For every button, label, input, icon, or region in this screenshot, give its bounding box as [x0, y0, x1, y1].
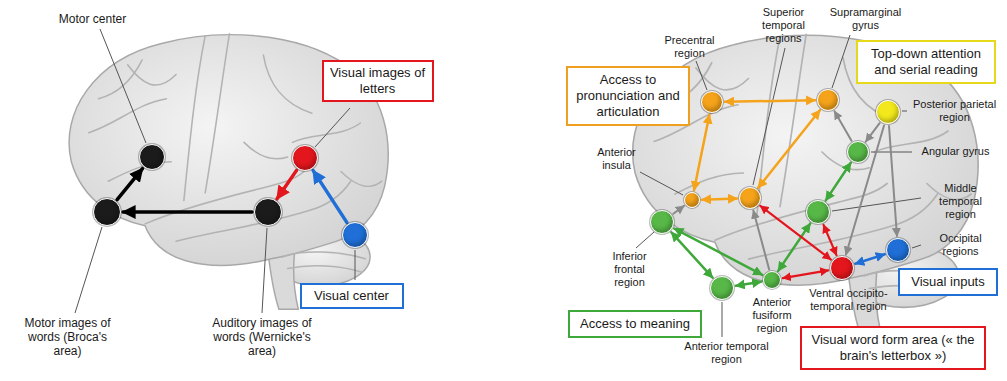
- region-circle: Inferior frontal region: [650, 210, 674, 234]
- region-circle: Occipital regions: [886, 238, 910, 262]
- connector-arrow: [277, 170, 296, 198]
- caption-box: Access to meaning: [568, 310, 702, 338]
- region-label: Superior temporal regions: [748, 6, 820, 46]
- region-circle: Ventral occipito-temporal region: [830, 256, 854, 280]
- caption-box: Visual word form area (« the brain's let…: [800, 326, 986, 370]
- connector-arrow: [889, 126, 897, 236]
- connector-arrow: [826, 163, 851, 201]
- region-circle: Visual images of letters: [292, 145, 318, 171]
- connector-arrow: [674, 229, 762, 275]
- caption-text: Top-down attention and serial reading: [865, 46, 987, 78]
- region-label: Anterior fusiform region: [745, 296, 800, 336]
- connector-arrow: [694, 115, 709, 190]
- caption-text: Visual word form area (« the brain's let…: [809, 332, 977, 364]
- region-label: Supramarginal gyrus: [826, 6, 906, 32]
- region-label: Posterior parietal region: [910, 98, 1000, 124]
- region-circle: Anterior fusiform region: [763, 271, 781, 289]
- region-circle: Middle temporal region: [806, 200, 830, 224]
- connector-arrow: [834, 111, 851, 140]
- connector-arrow: [758, 110, 820, 188]
- region-label: Visual center: [300, 283, 404, 309]
- region-label: Auditory images of words (Wernicke's are…: [205, 316, 320, 359]
- region-circle: Precentral region: [701, 91, 723, 113]
- region-label: Motor center: [48, 12, 138, 26]
- connector-arrow: [673, 206, 684, 214]
- region-label: Ventral occipito-temporal region: [803, 287, 895, 313]
- region-label: Occipital regions: [925, 232, 997, 258]
- connector-arrow: [866, 123, 880, 141]
- region-circle: Motor center: [139, 144, 165, 170]
- connector-arrow: [753, 211, 769, 270]
- connector-arrow: [783, 270, 828, 278]
- region-label: Motor images of words (Broca's area): [18, 316, 118, 359]
- caption-box: Access to pronunciation and articulation: [566, 66, 690, 126]
- connector-arrow: [846, 125, 884, 254]
- region-label: Anterior temporal region: [682, 340, 772, 366]
- caption-text: Access to meaning: [577, 316, 693, 332]
- region-circle: Superior temporal regions: [739, 187, 761, 209]
- connector-arrow: [123, 210, 252, 214]
- caption-box: Top-down attention and serial reading: [856, 40, 996, 84]
- region-label: Inferior frontal region: [598, 250, 662, 290]
- region-label: Precentral region: [650, 34, 730, 60]
- region-circle: Anterior temporal region: [710, 276, 734, 300]
- connector-arrow: [725, 100, 815, 102]
- region-circle: Visual center: [342, 222, 368, 248]
- region-label: Middle temporal region: [925, 182, 997, 222]
- region-label: Anterior insula: [582, 146, 652, 172]
- caption-box: Visual inputs: [898, 268, 998, 296]
- region-circle: Posterior parietal region: [876, 100, 900, 124]
- connector-arrow: [702, 198, 737, 199]
- region-circle: Anterior insula: [684, 192, 700, 208]
- caption-text: Visual inputs: [907, 274, 989, 290]
- connector-arrow: [313, 171, 347, 223]
- region-label: Visual images of letters: [322, 60, 434, 102]
- connector-arrow: [824, 225, 837, 255]
- leader-lines: [75, 29, 921, 337]
- region-circle: Auditory images of words (Wernicke's are…: [254, 198, 282, 226]
- connector-arrow: [117, 169, 142, 200]
- caption-text: Access to pronunciation and articulation: [575, 72, 681, 120]
- region-circle: Supramarginal gyrus: [817, 89, 839, 111]
- connector-arrow: [855, 254, 884, 263]
- region-label: Angular gyrus: [915, 145, 997, 158]
- region-circle: Angular gyrus: [847, 141, 869, 163]
- region-circle: Motor images of words (Broca's area): [93, 198, 121, 226]
- connector-arrow: [736, 282, 761, 286]
